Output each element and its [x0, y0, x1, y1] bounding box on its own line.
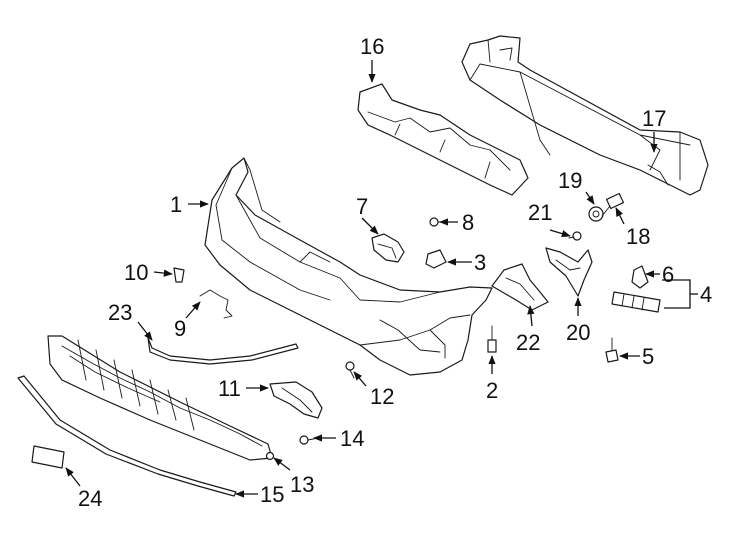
leader-lines — [65, 60, 698, 498]
callout-4: 4 — [700, 282, 712, 307]
impact-bar-17[interactable] — [461, 35, 709, 196]
callout-15: 15 — [260, 482, 284, 507]
nut-19[interactable] — [588, 206, 604, 222]
callout-19: 19 — [558, 168, 582, 193]
clip-13[interactable] — [265, 451, 275, 461]
bracket-20[interactable] — [545, 247, 593, 297]
callout-22: 22 — [516, 330, 540, 355]
callout-12: 12 — [370, 384, 394, 409]
bracket-7[interactable] — [371, 233, 405, 263]
screw-14[interactable] — [299, 435, 319, 445]
callout-1: 1 — [170, 192, 182, 217]
bolt-18[interactable] — [601, 192, 625, 217]
clip-10[interactable] — [173, 267, 185, 283]
bracket-11[interactable] — [269, 381, 323, 419]
callout-16: 16 — [360, 34, 384, 59]
clip-3[interactable] — [425, 249, 447, 269]
callout-13: 13 — [290, 472, 314, 497]
callout-18: 18 — [626, 224, 650, 249]
emblem-24[interactable] — [31, 445, 65, 469]
callout-numbers: 1 16 17 7 8 3 10 9 23 11 12 14 13 15 24 … — [78, 34, 712, 511]
callout-6: 6 — [662, 262, 674, 287]
screw-12[interactable] — [345, 361, 355, 379]
bolt-5[interactable] — [605, 337, 619, 363]
callout-3: 3 — [474, 250, 486, 275]
callout-20: 20 — [566, 320, 590, 345]
callout-10: 10 — [124, 260, 148, 285]
bracket-22[interactable] — [491, 263, 549, 311]
clip-6[interactable] — [631, 265, 649, 289]
screw-21[interactable] — [568, 231, 582, 241]
callout-24: 24 — [78, 486, 102, 511]
lower-grille[interactable] — [47, 335, 273, 461]
bumper-cover-1[interactable] — [204, 157, 493, 376]
callout-5: 5 — [642, 344, 654, 369]
callout-8: 8 — [462, 210, 474, 235]
energy-absorber-16[interactable] — [357, 83, 529, 196]
callout-21: 21 — [528, 200, 552, 225]
molding-23[interactable] — [147, 337, 299, 365]
callout-7: 7 — [356, 194, 368, 219]
callout-23: 23 — [108, 300, 132, 325]
bracket-4[interactable] — [611, 291, 661, 313]
harness-9[interactable] — [199, 289, 233, 319]
callout-11: 11 — [218, 376, 241, 401]
bolt-2[interactable] — [487, 325, 497, 353]
callout-2: 2 — [486, 378, 498, 403]
callout-17: 17 — [642, 106, 666, 131]
callout-14: 14 — [340, 426, 364, 451]
callout-9: 9 — [174, 316, 186, 341]
